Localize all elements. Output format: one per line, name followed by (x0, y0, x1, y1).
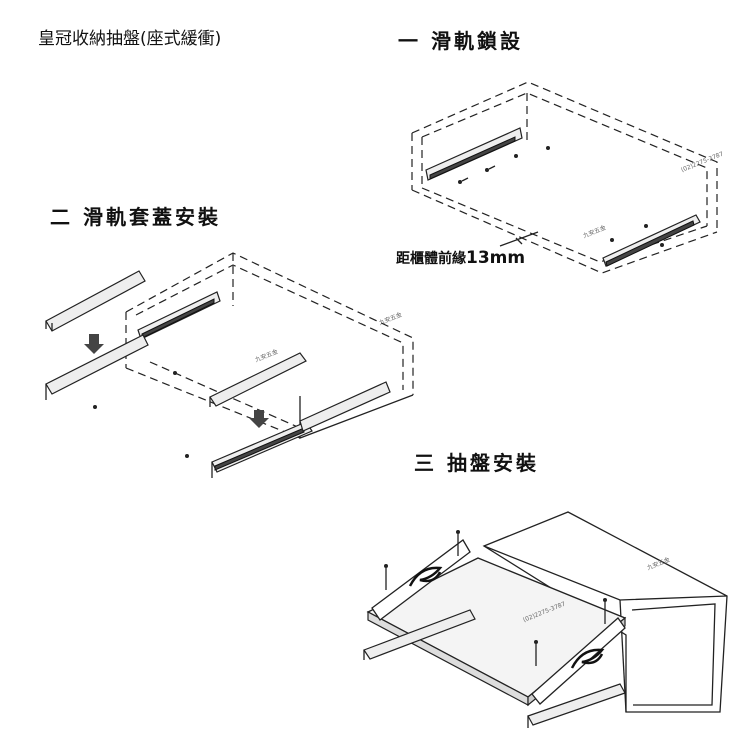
step-2-illustration: 九安五金 九安五金 (45, 252, 414, 478)
rail-left (425, 127, 550, 184)
watermark-3: 九安五金 (378, 310, 403, 326)
rail-cover-top (45, 270, 146, 332)
distance-label: 距櫃體前緣 (396, 251, 466, 267)
step-2-heading: 二 滑軌套蓋安裝 (50, 205, 221, 229)
distance-value: 13mm (466, 248, 526, 268)
step-3-heading: 三 抽盤安裝 (414, 451, 539, 475)
watermark-1: 九安五金 (582, 223, 607, 239)
watermark-5: 九安五金 (646, 555, 671, 571)
drawer-tray (366, 530, 627, 707)
drawer-rails (363, 609, 626, 728)
arrow-down-icon-1 (84, 334, 104, 354)
page-title: 皇冠收納抽盤(座式緩衝) (38, 29, 222, 49)
rail-right-mounted (185, 381, 391, 478)
step-3-illustration: 九安五金 (02)2275-3787 (363, 511, 728, 728)
watermark-2: (02)2275-3787 (680, 150, 725, 173)
rail-left-mounted (45, 291, 221, 409)
rail-right (602, 214, 701, 267)
rail-cover-middle (209, 352, 307, 407)
step-1-illustration: 九安五金 (02)2275-3787 (411, 81, 725, 274)
watermark-4: 九安五金 (254, 347, 279, 363)
arrow-down-icon-2 (249, 410, 269, 428)
step-1-heading: 一 滑軌鎖設 (398, 29, 523, 53)
distance-annotation: 距櫃體前緣13mm (396, 248, 525, 268)
